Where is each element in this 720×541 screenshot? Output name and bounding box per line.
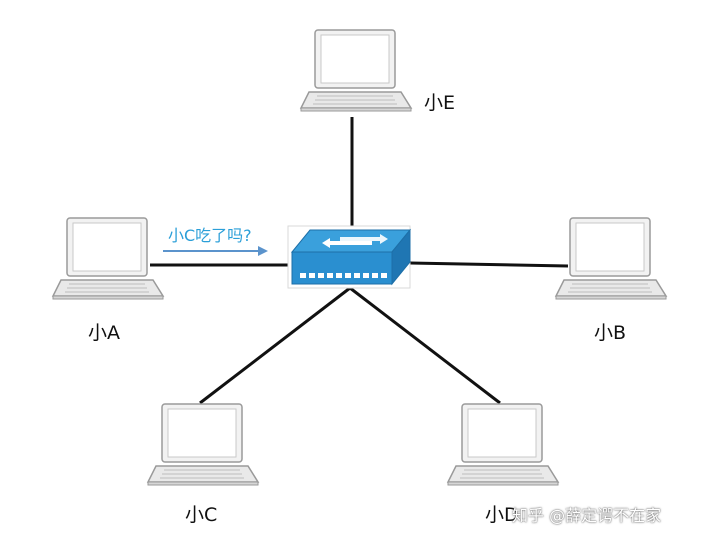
node-label-e: 小E xyxy=(424,92,456,114)
node-label-b: 小B xyxy=(594,322,627,344)
link-switch-d xyxy=(349,286,501,405)
message-text: 小C吃了吗? xyxy=(168,226,252,245)
node-label-c: 小C xyxy=(185,504,218,526)
network-switch-icon xyxy=(287,225,412,289)
node-label-d: 小D xyxy=(485,504,519,526)
message-arrow xyxy=(163,246,268,256)
laptop-b-icon xyxy=(555,217,667,300)
watermark: 知乎 @薛定谔不在家 xyxy=(512,506,662,525)
link-switch-b xyxy=(409,261,569,268)
link-switch-c xyxy=(199,286,351,405)
laptop-e-icon xyxy=(300,29,412,112)
laptop-a-icon xyxy=(52,217,164,300)
laptop-c-icon xyxy=(147,403,259,486)
node-label-a: 小A xyxy=(88,322,120,344)
laptop-d-icon xyxy=(447,403,559,486)
